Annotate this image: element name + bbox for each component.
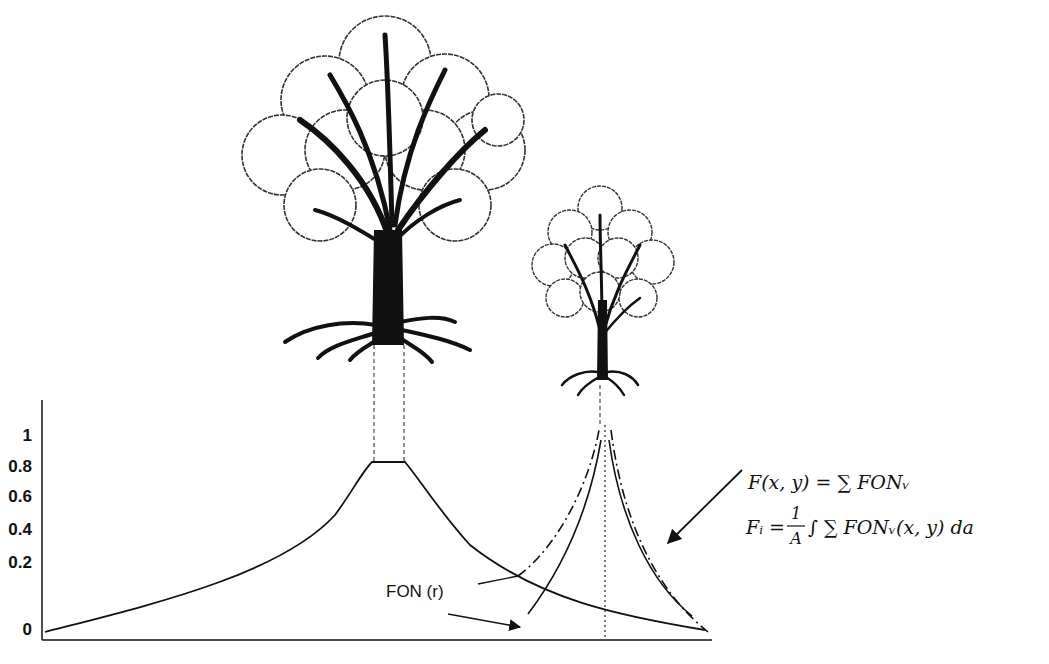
leader-arrow: [668, 470, 742, 543]
axis-tick: 1: [23, 427, 32, 446]
center-line: [604, 425, 605, 640]
formula: Fᵢ =: [746, 517, 785, 538]
leader-line: [478, 576, 518, 584]
trunk: [597, 300, 608, 380]
axis-tick: 0.8: [8, 458, 32, 477]
guide-line: [374, 345, 600, 462]
fon-curve: [609, 440, 692, 616]
formula: F(x, y) = ∑ FONᵥ: [748, 472, 910, 493]
branches: [300, 35, 485, 245]
axis-tick: 0.2: [8, 554, 32, 573]
leader-arrow: [448, 614, 520, 627]
roots: [285, 318, 470, 362]
sum-curve: [611, 430, 708, 632]
fon-curve: [528, 440, 601, 614]
formula: A: [790, 530, 802, 548]
axis-tick: 0.6: [8, 488, 32, 507]
canopy: [242, 16, 525, 241]
fraction-bar: [787, 525, 805, 526]
formula: ∫ ∑ FONᵥ(x, y) da: [808, 517, 974, 538]
axes: [42, 400, 712, 640]
axis-tick: 0: [23, 621, 32, 640]
curve-label: FON (r): [386, 583, 444, 602]
axis-tick: 0.4: [8, 521, 32, 540]
sum-curve: [518, 430, 599, 576]
fon-curve: [45, 462, 705, 632]
trunk: [372, 230, 404, 345]
formula: 1: [791, 505, 801, 523]
roots: [562, 372, 638, 395]
